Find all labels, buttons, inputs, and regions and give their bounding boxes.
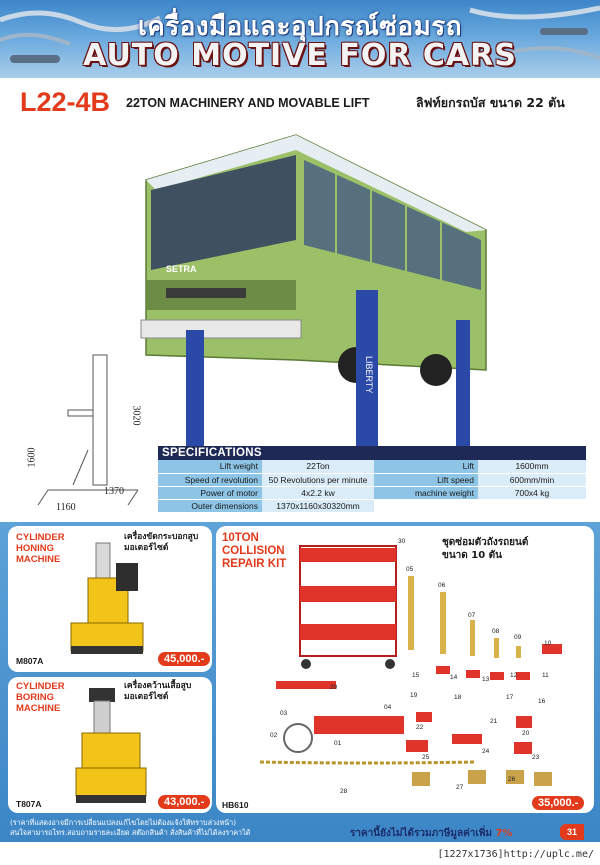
page-header: เครื่องมือและอุปกรณ์ซ่อมรถ AUTO MOTIVE F… [0,0,600,78]
boring-title: CYLINDER BORING MACHINE [16,681,65,714]
header-title-thai: เครื่องมือและอุปกรณ์ซ่อมรถ [137,12,463,42]
honing-thai-title: เครื่องขัดกระบอกสูบ มอเตอร์ไซด์ [124,532,199,553]
page-number: 31 [560,824,584,840]
boring-thai-title: เครื่องคว้านเสื้อสูบ มอเตอร์ไซด์ [124,681,192,702]
lift-brand-label: LIBERTY [364,356,374,393]
dimension-base: 1600 [26,447,38,468]
price-disclaimer: (ราคาที่แสดงอาจมีการเปลี่ยนแปลงแก้ไขโดยไ… [10,818,251,837]
honing-machine-image [70,542,144,654]
table-row: Lift weight 22Ton Lift 1600mm [158,460,586,474]
boring-machine-image [75,688,147,803]
tools-decoration-icon [0,5,600,63]
kit-price: 35,000.- [532,796,585,810]
honing-title: CYLINDER HONING MACHINE [16,532,65,565]
honing-price: 45,000.- [158,652,211,666]
specifications-heading: SPECIFICATIONS [158,446,586,460]
header-title-english: AUTO MOTIVE FOR CARS [83,38,517,73]
collision-kit-card: 10TON COLLISION REPAIR KIT ชุดซ่อมตัวถัง… [216,526,594,813]
dimension-height: 3020 [130,405,142,426]
honing-machine-card: CYLINDER HONING MACHINE เครื่องขัดกระบอก… [8,526,212,672]
lift-title: 22TON MACHINERY AND MOVABLE LIFT [126,96,370,110]
boring-model-code: T807A [16,799,42,809]
kit-model-code: HB610 [222,800,249,810]
lift-diagram-image [37,354,139,506]
dimension-width: 1160 [56,502,76,513]
boring-machine-card: CYLINDER BORING MACHINE เครื่องคว้านเสื้… [8,677,212,813]
bus-on-lift-image: LIBERTY SETRA [140,134,487,485]
boring-price: 43,000.- [158,795,211,809]
bus-brand-label: SETRA [166,264,197,274]
specifications-table: SPECIFICATIONS Lift weight 22Ton Lift 16… [158,446,586,513]
source-caption: [1227x1736]http://uplc.me/ [437,849,594,860]
collision-kit-image [259,545,562,786]
table-row: Speed of revolution 50 Revolutions per m… [158,473,586,487]
table-row: Outer dimensions 1370x1160x30320mm [158,499,586,513]
lift-model-number: L22-4B [20,87,111,117]
footer-strip [0,842,600,865]
vat-notice: ราคานี้ยังไม่ได้รวมภาษีมูลค่าเพิ่ม 7% [350,828,513,839]
kit-thai-title: ชุดซ่อมตัวถังรถยนต์ ขนาด 10 ตัน [442,537,529,561]
kit-title: 10TON COLLISION REPAIR KIT [222,532,287,570]
dimension-depth: 1370 [104,486,124,497]
table-row: Power of motor 4x2.2 kw machine weight 7… [158,486,586,500]
lift-title-thai: ลิฟท์ยกรถบัส ขนาด 22 ตัน [416,95,565,110]
honing-model-code: M807A [16,656,44,666]
